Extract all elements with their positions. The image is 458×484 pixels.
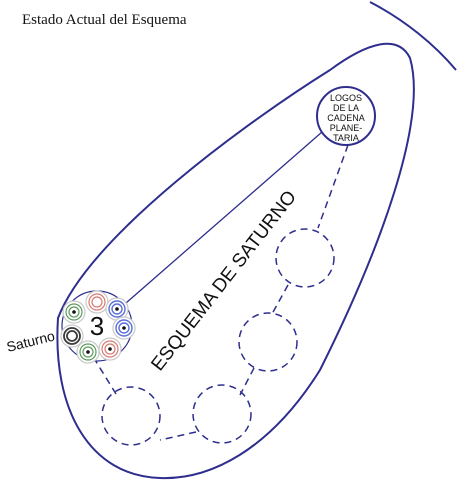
globe-circle <box>275 228 335 288</box>
scheme-boundary-arc <box>369 1 457 71</box>
planet-ring <box>76 340 100 364</box>
logos-node: LOGOS DE LA CADENA PLANE- TARIA <box>316 86 376 146</box>
logos-connector-line <box>125 131 323 304</box>
planet-ring <box>112 316 136 340</box>
scheme-label: ESQUEMA DE SATURNO <box>147 187 300 375</box>
saturn-globe: 3 <box>60 290 136 364</box>
planet-ring <box>62 300 86 324</box>
planet-label: Saturno <box>5 327 57 354</box>
planet-ring <box>85 290 109 314</box>
logos-label-line: LOGOS <box>330 93 362 103</box>
logos-label-line: TARIA <box>333 133 359 143</box>
planet-ring <box>98 337 122 361</box>
diagram-title: Estado Actual del Esquema <box>22 12 187 28</box>
globe-circle <box>192 384 252 444</box>
logos-label-line: PLANE- <box>330 123 363 133</box>
scheme-outline <box>56 42 415 480</box>
globe-circle <box>101 386 161 446</box>
logos-label-line: CADENA <box>327 113 365 123</box>
globe-circle <box>238 312 298 372</box>
logos-label-line: DE LA <box>333 103 359 113</box>
planet-number: 3 <box>90 311 104 341</box>
planet-ring <box>105 297 129 321</box>
globe-chain-path <box>91 144 349 441</box>
planet-ring <box>60 324 84 348</box>
